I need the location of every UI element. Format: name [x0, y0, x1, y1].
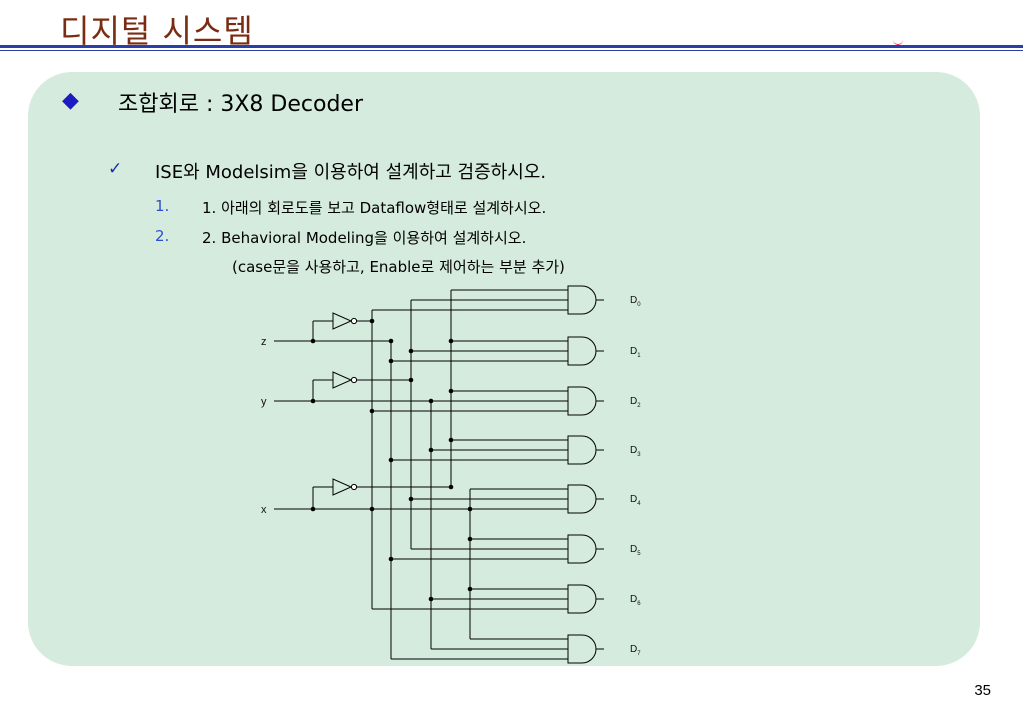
inverter-gate [332, 371, 353, 389]
and-gate [567, 484, 597, 514]
output-subscript: 6 [637, 601, 641, 607]
inverter-bubble [350, 317, 358, 325]
and-gate [567, 534, 597, 564]
junction-dot [428, 596, 434, 602]
junction-dot [408, 348, 414, 354]
output-label-d7: D7 [630, 644, 641, 657]
output-label-d1: D1 [630, 346, 641, 359]
output-label-d3: D3 [630, 445, 641, 458]
junction-dot [408, 496, 414, 502]
title-rule-thick [0, 45, 1023, 48]
junction-dot [448, 338, 454, 344]
output-subscript: 7 [637, 651, 641, 657]
junction-dot [369, 408, 375, 414]
junction-dot [388, 556, 394, 562]
output-label-d6: D6 [630, 594, 641, 607]
input-label-y: y [261, 396, 267, 408]
junction-dot [467, 586, 473, 592]
and-gate [567, 584, 597, 614]
junction-dot [369, 506, 375, 512]
inverter-bubble [350, 483, 358, 491]
output-subscript: 5 [637, 551, 641, 557]
content-panel [28, 72, 980, 666]
step-note: (case문을 사용하고, Enable로 제어하는 부분 추가) [232, 258, 565, 276]
inverter-bubble [350, 376, 358, 384]
step-text: 1. 아래의 회로도를 보고 Dataflow형태로 설계하시오. [202, 199, 547, 217]
slide-title: 디지털 시스템 [60, 12, 254, 50]
step-marker: 2. [155, 227, 170, 245]
output-label-d4: D4 [630, 494, 641, 507]
task-text: ISE와 Modelsim을 이용하여 설계하고 검증하시오. [155, 162, 547, 183]
junction-dot [388, 358, 394, 364]
output-subscript: 3 [637, 452, 641, 458]
output-label-d0: D0 [630, 295, 641, 308]
decorative-mark [893, 40, 903, 45]
and-gate [567, 435, 597, 465]
section-heading: 조합회로 : 3X8 Decoder [118, 92, 363, 117]
junction-dot [428, 447, 434, 453]
junction-dot [467, 536, 473, 542]
output-label-d2: D2 [630, 396, 641, 409]
step-marker: 1. [155, 197, 170, 215]
inverter-gate [332, 312, 353, 330]
checkmark-icon: ✓ [108, 159, 123, 179]
and-gate [567, 285, 597, 315]
output-subscript: 2 [637, 403, 641, 409]
circuit-wires [274, 289, 604, 660]
junction-dot [448, 437, 454, 443]
input-label-z: z [261, 336, 267, 348]
diamond-icon: ◆ [62, 88, 79, 113]
output-subscript: 0 [637, 302, 641, 308]
and-gate [567, 336, 597, 366]
output-subscript: 4 [637, 501, 641, 507]
junction-dot [448, 388, 454, 394]
output-label-d5: D5 [630, 544, 641, 557]
input-label-x: x [261, 504, 267, 516]
title-rule-thin [0, 50, 1023, 51]
and-gate [567, 386, 597, 416]
inverter-gate [332, 478, 353, 496]
step-text: 2. Behavioral Modeling을 이용하여 설계하시오. [202, 229, 527, 247]
output-subscript: 1 [637, 353, 641, 359]
page-number: 35 [974, 682, 991, 699]
junction-dot [388, 457, 394, 463]
and-gate [567, 634, 597, 664]
circuit-gates [332, 285, 597, 664]
